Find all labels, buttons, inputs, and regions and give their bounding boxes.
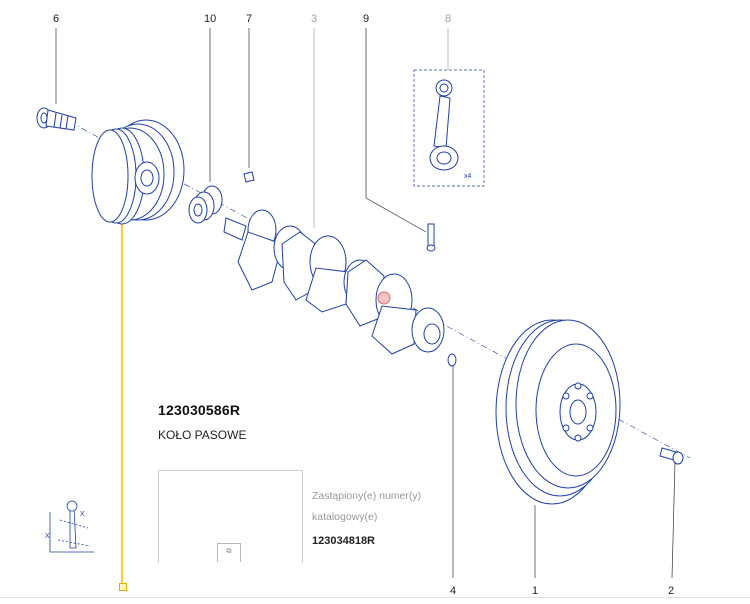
callout-9[interactable]: 9: [363, 13, 369, 25]
part-8-connecting-rod[interactable]: x4: [413, 69, 485, 187]
rod-quantity-label: x4: [464, 173, 472, 180]
selected-part-marker[interactable]: [119, 583, 127, 591]
leader-2: [671, 461, 676, 579]
part-9-rod-bolt[interactable]: [426, 223, 436, 252]
leader-lines: [55, 28, 676, 579]
part-2-flywheel-bolt[interactable]: [659, 447, 684, 465]
selected-part-name: KOŁO PASOWE: [158, 428, 247, 442]
replaced-by-label-line1: Zastąpiony(e) numer(y): [312, 490, 422, 502]
part-7-woodruff-key[interactable]: [243, 171, 255, 183]
torque-icon-letter-1: X: [45, 533, 50, 540]
callout-7[interactable]: 7: [246, 13, 252, 25]
leader-9b: [365, 197, 427, 233]
bottom-divider: [0, 597, 750, 598]
callout-6[interactable]: 6: [53, 13, 59, 25]
callout-8[interactable]: 8: [445, 13, 451, 25]
replacement-part-number-link[interactable]: 123034818R: [312, 535, 376, 547]
part-image-box: ⧉: [158, 470, 303, 563]
callout-3[interactable]: 3: [311, 13, 317, 25]
torque-icon-letter-2: X: [80, 511, 85, 518]
gray-leader-lines: [313, 28, 449, 228]
part-1-flywheel[interactable]: [495, 319, 621, 505]
callout-10[interactable]: 10: [204, 13, 216, 25]
selected-part-number: 123030586R: [158, 402, 241, 418]
callout-1[interactable]: 1: [532, 585, 538, 597]
part-6-pulley-bolt[interactable]: [36, 107, 77, 131]
part-3-crankshaft[interactable]: [223, 209, 445, 355]
replaced-by-label-line2: katalogowy(e): [312, 511, 378, 523]
image-placeholder-icon: ⧉: [217, 543, 241, 562]
part-10-timing-gear[interactable]: [188, 185, 223, 224]
tightening-angle-icon: [49, 500, 94, 553]
part-4-pilot-bearing[interactable]: [447, 353, 457, 367]
callout-2[interactable]: 2: [668, 585, 674, 597]
selected-crankshaft-pulley[interactable]: [91, 119, 185, 225]
callout-4[interactable]: 4: [450, 585, 456, 597]
